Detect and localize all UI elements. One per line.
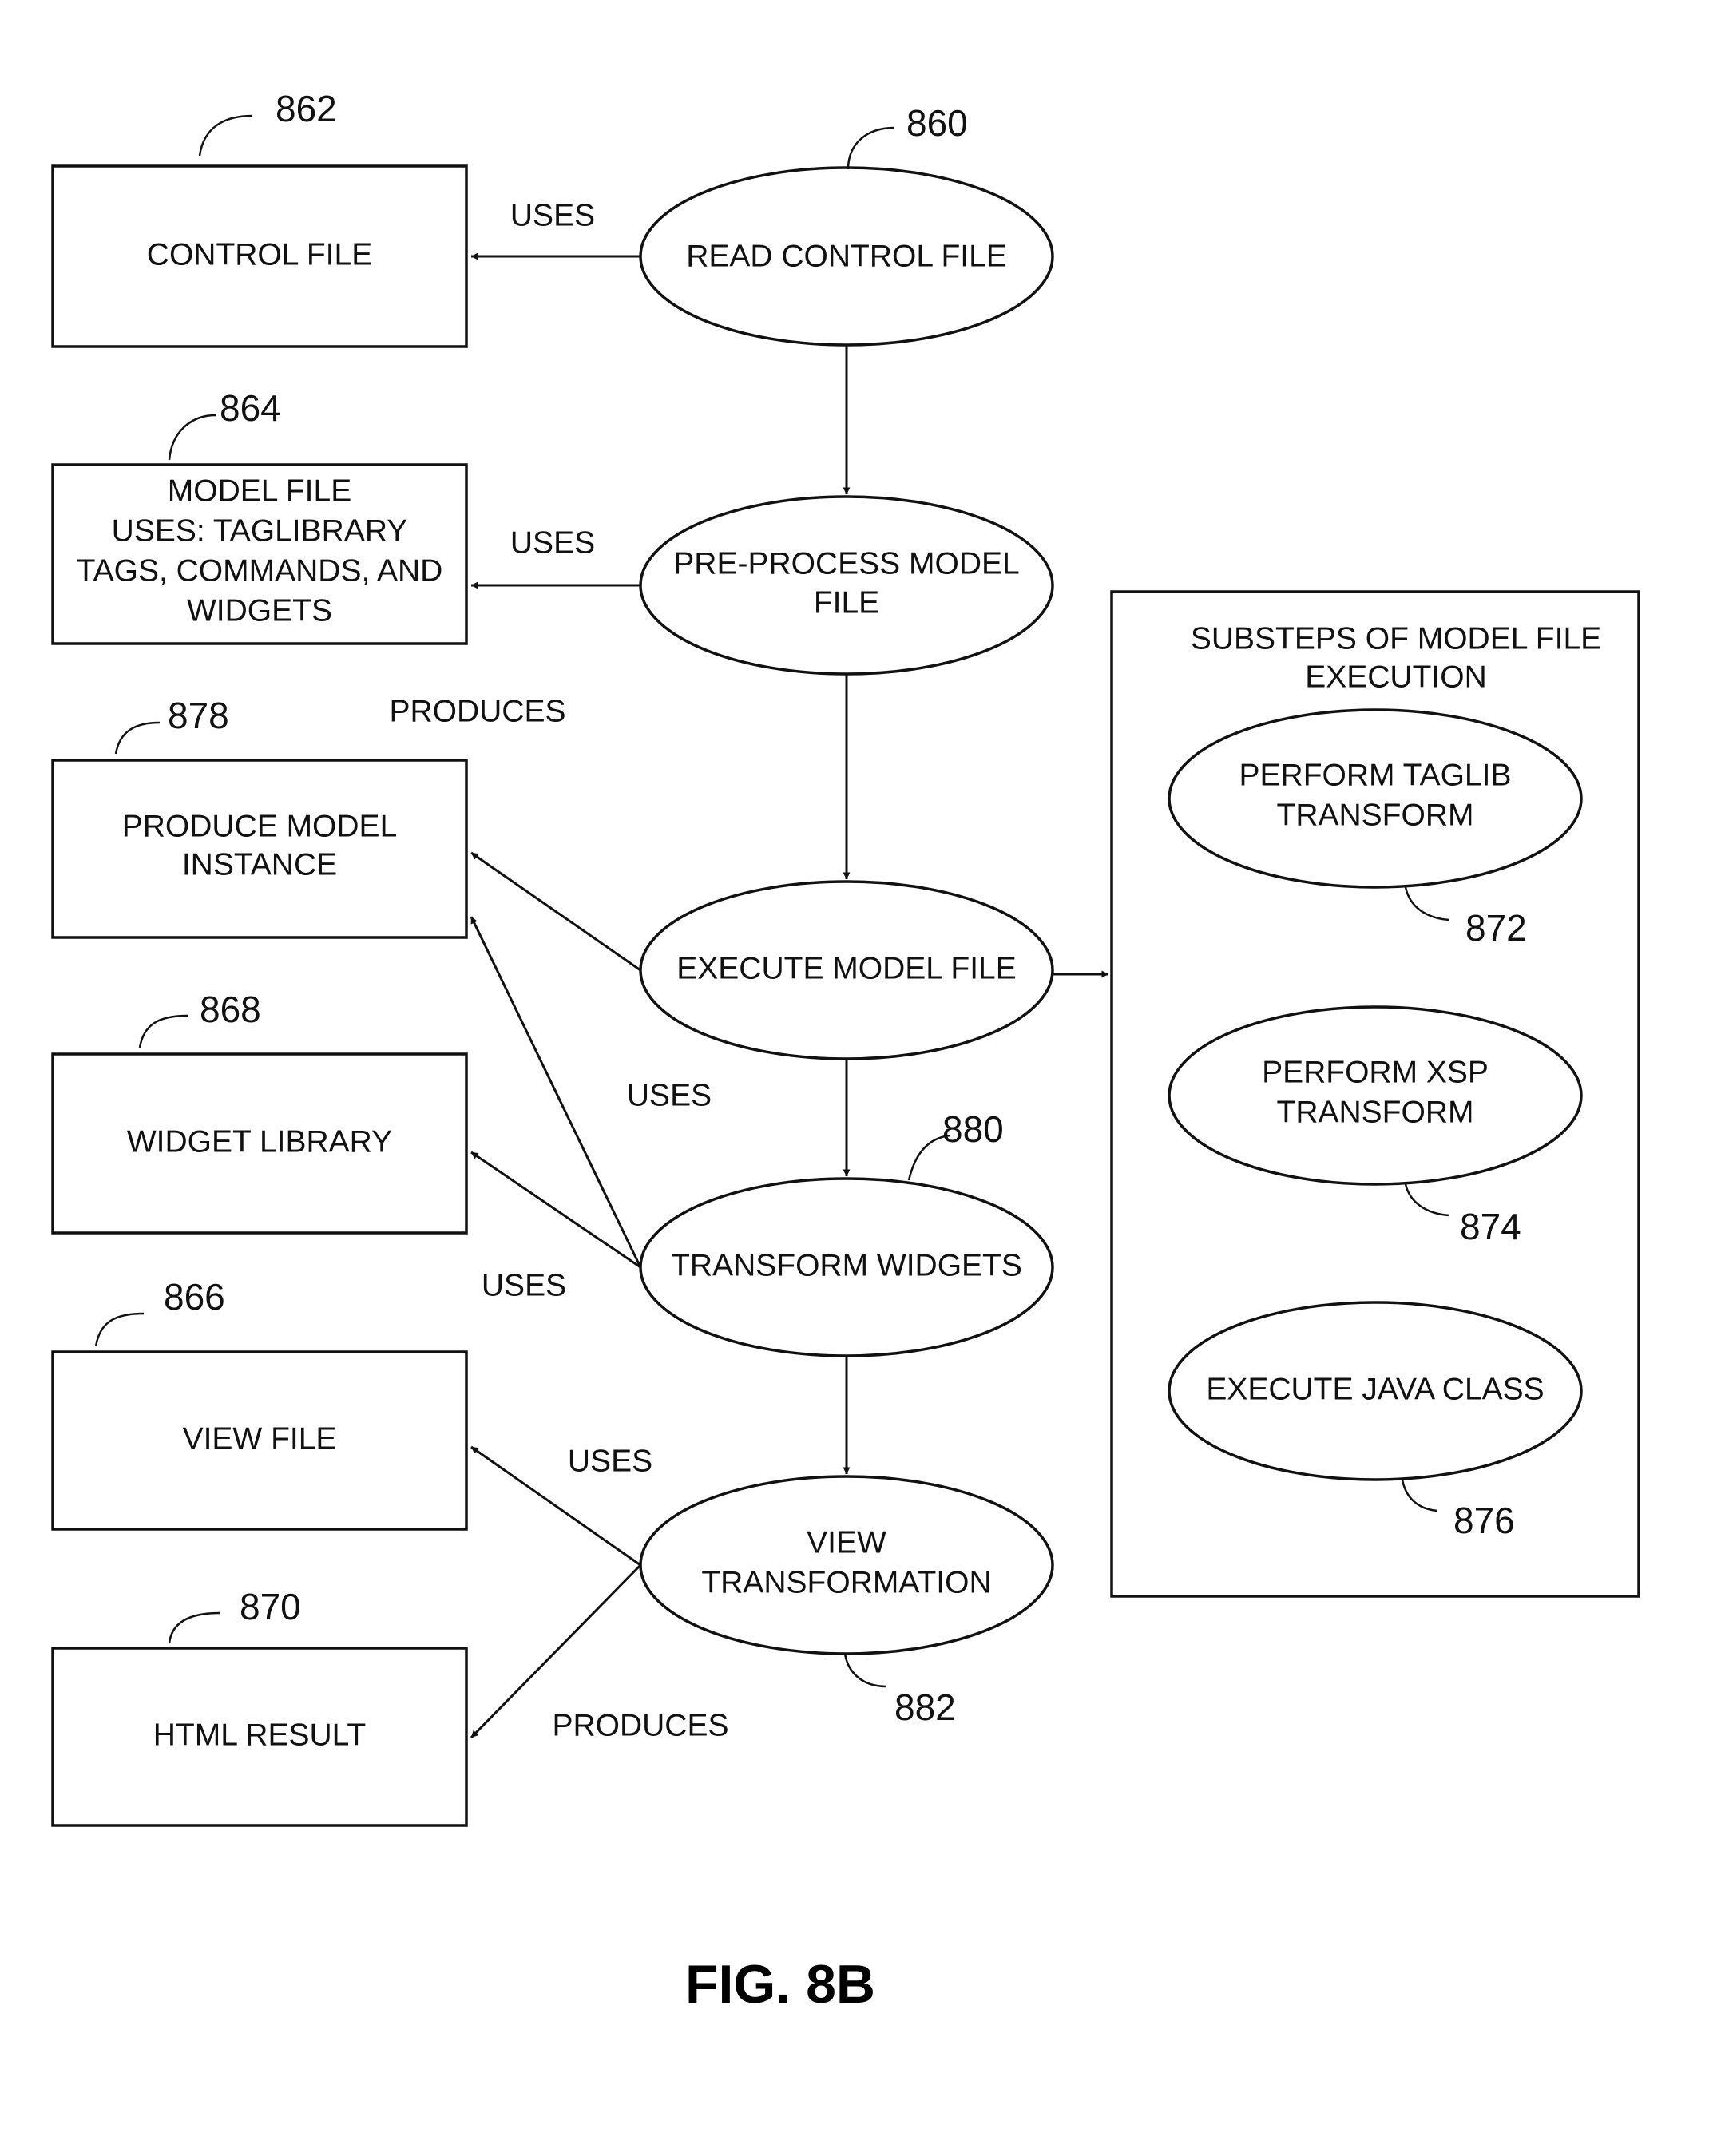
view-file-label: VIEW FILE: [183, 1421, 337, 1456]
edge-label-uses-execute: USES: [627, 1078, 712, 1112]
xsp-line-1: PERFORM XSP: [1262, 1055, 1489, 1089]
pre-process-line-1: PRE-PROCESS MODEL: [673, 546, 1019, 581]
ref-866: 866: [164, 1276, 225, 1318]
edge-label-uses-control: USES: [510, 198, 595, 232]
ref-880: 880: [942, 1108, 1004, 1150]
execute-model-file-step: EXECUTE MODEL FILE: [640, 882, 1053, 1059]
model-file-line-1: MODEL FILE: [168, 474, 351, 508]
perform-taglib-transform-substep: PERFORM TAGLIB TRANSFORM 872: [1169, 710, 1581, 949]
html-result-label: HTML RESULT: [153, 1718, 367, 1752]
execute-model-file-label: EXECUTE MODEL FILE: [676, 951, 1016, 985]
xsp-line-2: TRANSFORM: [1277, 1095, 1474, 1129]
read-control-file-step: READ CONTROL FILE 860: [640, 102, 1053, 345]
html-result-box: HTML RESULT 870: [53, 1586, 466, 1825]
control-file-label: CONTROL FILE: [147, 237, 372, 271]
ref-868: 868: [200, 989, 261, 1030]
taglib-line-2: TRANSFORM: [1277, 798, 1474, 832]
view-transformation-line-2: TRANSFORMATION: [701, 1565, 991, 1599]
model-file-line-3: TAGS, COMMANDS, AND: [77, 553, 443, 588]
uses-arrow-model-instance: [471, 917, 640, 1267]
ref-876: 876: [1453, 1500, 1515, 1541]
edge-label-uses-widgets: USES: [482, 1268, 566, 1302]
uses-arrow-widget-library: [471, 1152, 640, 1267]
widget-library-box: WIDGET LIBRARY 868: [53, 989, 466, 1233]
edge-label-uses-model: USES: [510, 525, 595, 560]
execute-java-class-substep: EXECUTE JAVA CLASS 876: [1169, 1302, 1581, 1541]
edge-label-uses-view: USES: [568, 1444, 652, 1478]
widget-library-label: WIDGET LIBRARY: [127, 1124, 392, 1159]
edge-label-produces-instance: PRODUCES: [389, 694, 565, 728]
ref-870: 870: [240, 1586, 301, 1627]
model-instance-box: PRODUCE MODEL INSTANCE 878: [53, 695, 466, 937]
model-instance-line-1: PRODUCE MODEL: [122, 809, 398, 843]
view-transformation-step: VIEW TRANSFORMATION 882: [640, 1476, 1053, 1728]
view-transformation-line-1: VIEW: [807, 1525, 886, 1560]
substeps-title-line-2: EXECUTION: [1305, 660, 1487, 694]
model-file-line-2: USES: TAGLIBRARY: [112, 513, 408, 548]
read-control-file-label: READ CONTROL FILE: [686, 239, 1007, 273]
edge-label-produces-html: PRODUCES: [552, 1708, 728, 1742]
perform-xsp-transform-substep: PERFORM XSP TRANSFORM 874: [1169, 1007, 1581, 1247]
model-instance-line-2: INSTANCE: [182, 847, 337, 882]
taglib-line-1: PERFORM TAGLIB: [1239, 758, 1512, 792]
model-file-line-4: WIDGETS: [187, 593, 332, 628]
ref-882: 882: [894, 1686, 956, 1728]
substeps-panel: SUBSTEPS OF MODEL FILE EXECUTION PERFORM…: [1112, 592, 1639, 1596]
substeps-title-line-1: SUBSTEPS OF MODEL FILE: [1191, 621, 1601, 656]
ref-862: 862: [276, 88, 337, 129]
ref-874: 874: [1460, 1206, 1521, 1247]
pre-process-line-2: FILE: [814, 585, 879, 620]
figure-label: FIG. 8B: [685, 1954, 875, 2015]
transform-widgets-label: TRANSFORM WIDGETS: [671, 1248, 1022, 1282]
pre-process-model-file-step: PRE-PROCESS MODEL FILE: [640, 497, 1053, 674]
view-file-box: VIEW FILE 866: [53, 1276, 466, 1529]
ref-860: 860: [906, 102, 968, 144]
ref-864: 864: [220, 387, 281, 429]
model-file-box: MODEL FILE USES: TAGLIBRARY TAGS, COMMAN…: [53, 387, 466, 644]
control-file-box: CONTROL FILE 862: [53, 88, 466, 347]
ref-878: 878: [168, 695, 229, 736]
produces-arrow-model-instance: [471, 853, 640, 970]
ref-872: 872: [1465, 907, 1527, 949]
java-label: EXECUTE JAVA CLASS: [1206, 1372, 1544, 1406]
